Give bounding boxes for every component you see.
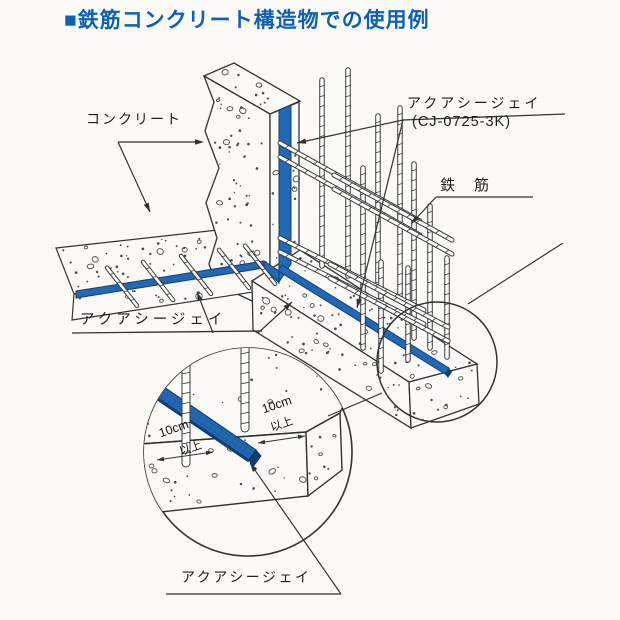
label-product-left: アクアシージェイ: [80, 312, 227, 328]
horizontal-rebars: [277, 140, 455, 344]
figure-title: ■鉄筋コンクリート構造物での使用例: [64, 9, 430, 32]
label-product-code: (CJ-0725-3K): [412, 114, 512, 130]
detail-circle: [143, 347, 353, 557]
label-rebar: 鉄 筋: [440, 177, 492, 194]
label-product-bottom: アクアシージェイ: [181, 569, 312, 585]
leader-lines: [71, 113, 566, 595]
callout-circle: [376, 301, 498, 423]
label-concrete: コンクリート: [86, 111, 182, 127]
cross-ties: [104, 243, 278, 308]
label-product-top: アクアシージェイ: [407, 95, 542, 111]
